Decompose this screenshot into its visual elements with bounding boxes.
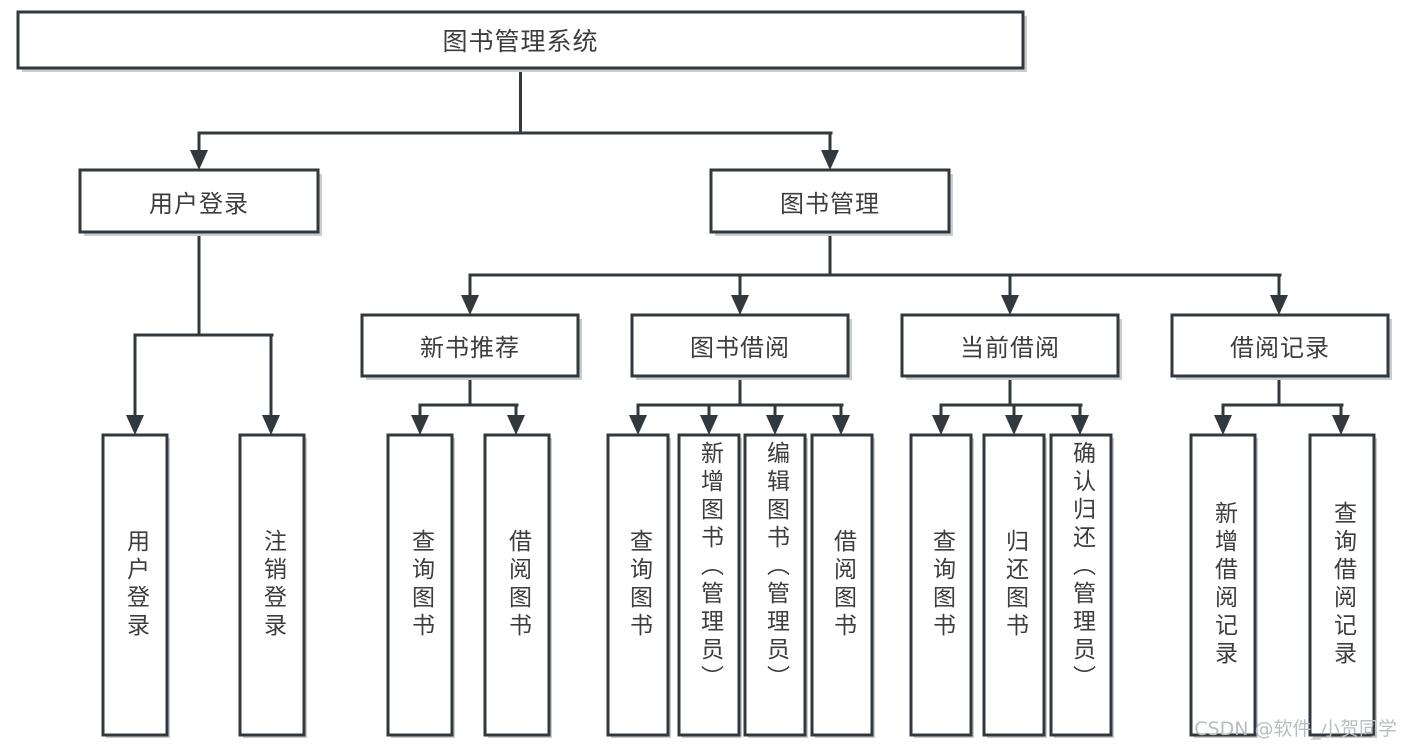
node-user-login-box[interactable] <box>78 168 322 236</box>
edge-borrowrecord-to-leaves <box>1214 374 1350 435</box>
node-borrow-record-box[interactable] <box>1170 313 1392 380</box>
edge-userlogin-to-leaves <box>126 230 280 435</box>
leaf-return-book-box[interactable] <box>982 433 1047 738</box>
node-new-book-recommend-box[interactable] <box>360 313 582 380</box>
leaf-logout-box[interactable] <box>238 433 307 738</box>
leaf-query-book-3-box[interactable] <box>909 433 974 738</box>
edge-bookmanage-to-level3 <box>461 230 1288 315</box>
leaf-user-login-box[interactable] <box>101 433 170 738</box>
leaf-add-book-admin-box[interactable] <box>677 433 742 738</box>
leaf-query-book-1-box[interactable] <box>386 433 455 738</box>
node-root-box[interactable] <box>16 10 1027 72</box>
edge-bookborrow-to-leaves <box>629 374 850 435</box>
leaf-edit-book-admin-box[interactable] <box>743 433 808 738</box>
edge-currentborrow-to-leaves <box>932 374 1089 435</box>
leaf-borrow-book-1-box[interactable] <box>483 433 552 738</box>
node-book-borrow-box[interactable] <box>630 313 852 380</box>
edge-root-to-level2 <box>190 66 839 170</box>
node-current-borrow-box[interactable] <box>900 313 1122 380</box>
leaf-add-borrow-record-box[interactable] <box>1189 433 1258 738</box>
edge-newbook-to-leaves <box>411 374 525 435</box>
leaf-query-book-2-box[interactable] <box>606 433 671 738</box>
leaf-query-borrow-record-box[interactable] <box>1308 433 1377 738</box>
leaf-borrow-book-2-box[interactable] <box>810 433 875 738</box>
node-book-manage-box[interactable] <box>709 168 953 236</box>
leaf-confirm-return-box[interactable] <box>1049 433 1114 738</box>
